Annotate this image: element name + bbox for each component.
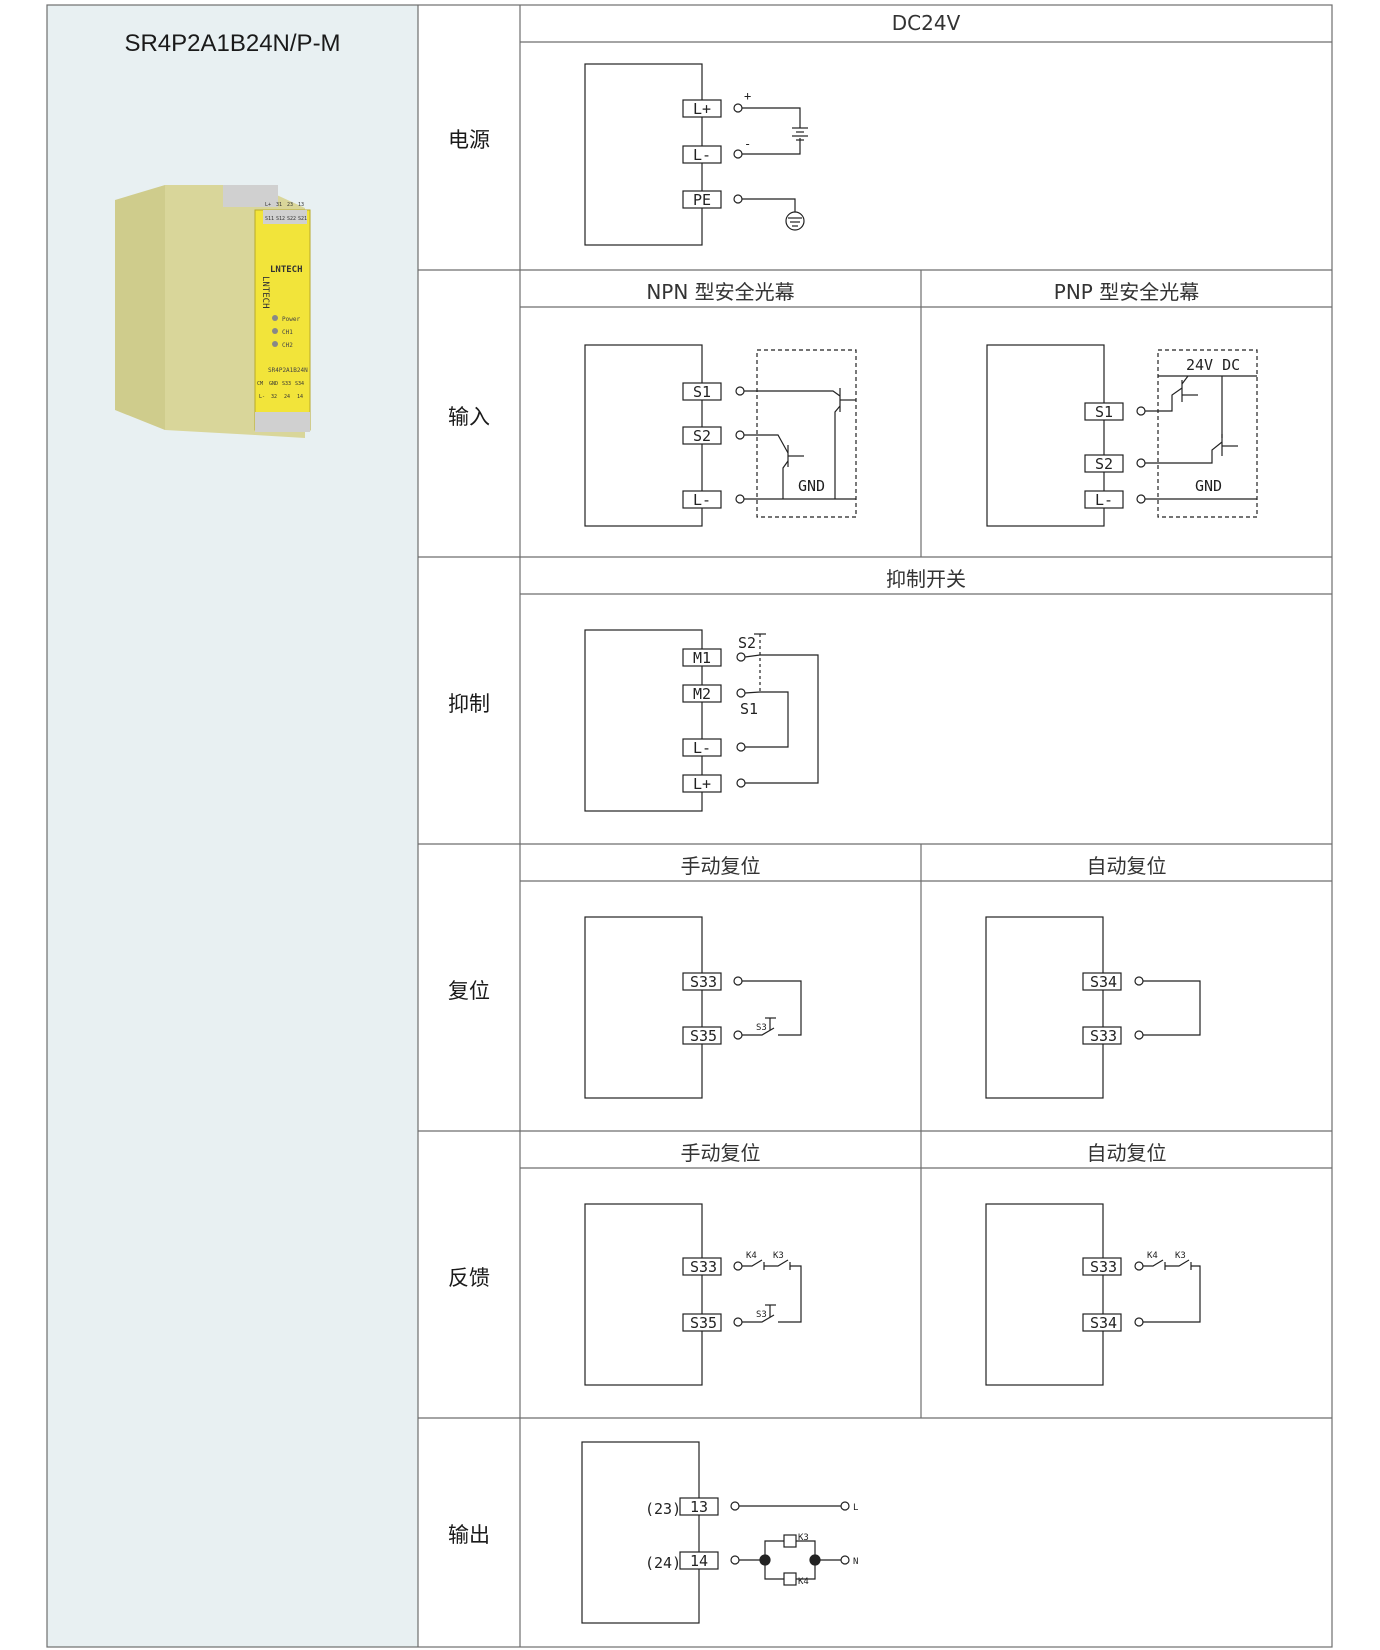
output-alt-23: (23) (645, 1500, 681, 1518)
output-coil-k4: K4 (798, 1577, 809, 1587)
power-minus: - (744, 137, 751, 151)
npn-term-s1: S1 (693, 383, 711, 401)
reset-auto-term-s33: S33 (1090, 1027, 1117, 1045)
feedback-auto-term-s34: S34 (1090, 1314, 1117, 1332)
reset-auto-term-s34: S34 (1090, 973, 1117, 991)
top-terminal-r3: 23 (287, 202, 293, 208)
output-coil-k3: K3 (798, 1533, 809, 1543)
led-label-ch1: CH1 (282, 329, 293, 336)
feedback-auto-k3: K3 (1175, 1251, 1186, 1261)
terminal-block-bottom (255, 412, 310, 432)
npn-gnd: GND (798, 477, 825, 495)
led-ch1-icon (272, 328, 278, 334)
top-terminal-3: S22 (287, 216, 296, 222)
feedback-manual-term-s33: S33 (690, 1258, 717, 1276)
bottom-terminal-r4: 14 (297, 394, 303, 400)
header-feedback-manual: 手动复位 (680, 1141, 761, 1165)
muting-term-m1: M1 (693, 649, 711, 667)
reset-manual-diagram (584, 916, 802, 1099)
npn-term-s2: S2 (693, 427, 711, 445)
bottom-terminal-2: GND (269, 381, 278, 387)
product-model-label: SR4P2A1B24N (268, 367, 308, 374)
feedback-manual-switch: S3 (756, 1310, 767, 1320)
power-term-lminus: L- (693, 146, 711, 164)
power-plus: + (744, 89, 751, 103)
pnp-diagram (986, 344, 1258, 527)
muting-term-lplus: L+ (693, 775, 711, 793)
pnp-term-s2: S2 (1095, 455, 1113, 473)
row-label-power: 电源 (448, 128, 490, 152)
power-diagram (584, 63, 808, 246)
reset-auto-diagram (985, 916, 1201, 1099)
product-brand: LNTECH (260, 276, 270, 309)
bottom-terminal-4: S34 (295, 381, 304, 387)
led-label-power: Power (282, 316, 300, 323)
muting-term-lminus: L- (693, 739, 711, 757)
model-title: SR4P2A1B24N/P-M (124, 30, 341, 57)
pnp-supply: 24V DC (1186, 356, 1240, 374)
row-label-feedback: 反馈 (448, 1266, 490, 1290)
output-term-14: 14 (690, 1552, 708, 1570)
muting-switch-s2: S2 (738, 634, 756, 652)
feedback-auto-diagram (985, 1203, 1201, 1386)
led-label-ch2: CH2 (282, 342, 293, 349)
output-neutral: N (853, 1557, 858, 1567)
feedback-auto-term-s33: S33 (1090, 1258, 1117, 1276)
output-diagram (581, 1441, 850, 1624)
top-terminal-r4: 13 (298, 202, 304, 208)
top-terminal-2: S12 (276, 216, 285, 222)
terminal-block-top (223, 185, 278, 207)
feedback-manual-k4: K4 (746, 1251, 757, 1261)
terminal-block-top-2 (263, 210, 307, 224)
bottom-terminal-1: CM (257, 381, 263, 387)
output-alt-24: (24) (645, 1554, 681, 1572)
header-muting: 抑制开关 (886, 567, 966, 591)
header-feedback-auto: 自动复位 (1086, 1141, 1167, 1165)
output-term-13: 13 (690, 1498, 708, 1516)
header-npn: NPN 型安全光幕 (646, 280, 795, 304)
bottom-terminal-r1: L- (259, 394, 265, 400)
row-label-output: 输出 (448, 1523, 490, 1547)
pnp-term-s1: S1 (1095, 403, 1113, 421)
row-label-muting: 抑制 (448, 692, 490, 716)
header-reset-manual: 手动复位 (680, 854, 761, 878)
pnp-gnd: GND (1195, 477, 1222, 495)
reset-manual-switch: S3 (756, 1023, 767, 1033)
header-pnp: PNP 型安全光幕 (1053, 280, 1200, 304)
npn-term-lminus: L- (693, 491, 711, 509)
bottom-terminal-3: S33 (282, 381, 291, 387)
header-power: DC24V (891, 11, 961, 35)
row-label-reset: 复位 (448, 979, 490, 1003)
muting-switch-s1: S1 (740, 700, 758, 718)
power-term-lplus: L+ (693, 100, 711, 118)
led-ch2-icon (272, 341, 278, 347)
top-terminal-r2: 31 (276, 202, 282, 208)
led-power-icon (272, 315, 278, 321)
feedback-manual-term-s35: S35 (690, 1314, 717, 1332)
top-terminal-1: S11 (265, 216, 274, 222)
muting-diagram (584, 629, 819, 812)
feedback-manual-diagram (584, 1203, 802, 1386)
header-reset-auto: 自动复位 (1086, 854, 1167, 878)
power-term-pe: PE (693, 191, 711, 209)
feedback-auto-k4: K4 (1147, 1251, 1158, 1261)
reset-manual-term-s33: S33 (690, 973, 717, 991)
bottom-terminal-r2: 32 (271, 394, 277, 400)
product-image: LNTECH LNTECH Power CH1 CH2 SR4P2A1B24N … (115, 185, 311, 438)
feedback-manual-k3: K3 (773, 1251, 784, 1261)
top-terminal-4: S21 (298, 216, 307, 222)
row-label-input: 输入 (448, 405, 490, 429)
top-terminal-r1: L+ (265, 202, 271, 208)
output-line: L (853, 1503, 858, 1513)
product-side (115, 185, 165, 430)
pnp-term-lminus: L- (1095, 491, 1113, 509)
product-brand-small: LNTECH (270, 265, 303, 275)
reset-manual-term-s35: S35 (690, 1027, 717, 1045)
npn-diagram (584, 344, 857, 527)
muting-term-m2: M2 (693, 685, 711, 703)
bottom-terminal-r3: 24 (284, 394, 290, 400)
